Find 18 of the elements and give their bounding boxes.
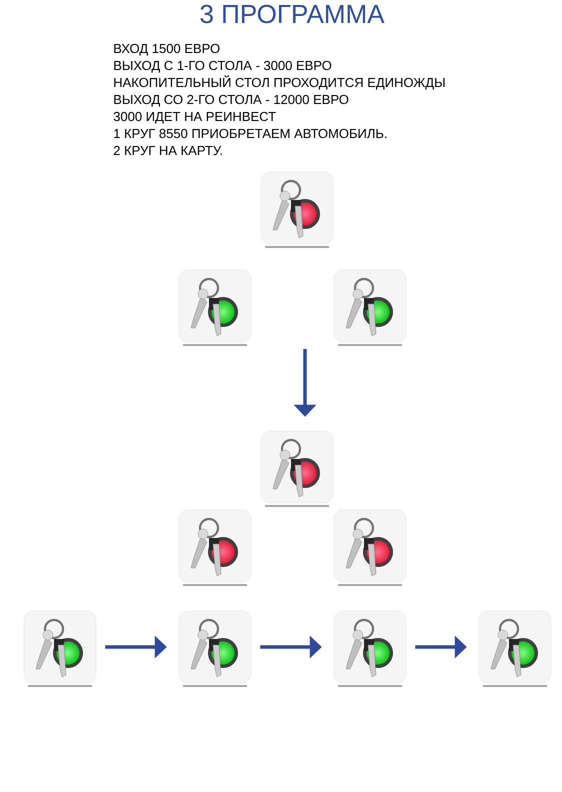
key-icon bbox=[334, 610, 406, 687]
key-icon bbox=[334, 270, 406, 346]
title: 3 ПРОГРАММА bbox=[200, 4, 384, 24]
note-text: НАКОПИТЕЛЬНЫЙ СТОЛ ПРОХОДИТСЯ ЕДИНОЖДЫ bbox=[114, 75, 445, 90]
key-icon bbox=[260, 430, 334, 507]
key-icon bbox=[178, 610, 252, 687]
key-icon bbox=[178, 270, 252, 346]
note-text: 2 КРУГ НА КАРТУ. bbox=[114, 146, 222, 156]
key-icon bbox=[260, 172, 334, 248]
key-icon bbox=[24, 610, 96, 687]
note-text: 3000 ИДЕТ НА РЕИНВЕСТ bbox=[114, 112, 276, 124]
note-text: ВЫХОД СО 2-ГО СТОЛА - 12000 ЕВРО bbox=[114, 94, 348, 107]
key-icon bbox=[178, 510, 252, 586]
key-icon bbox=[478, 610, 552, 687]
key-icon bbox=[334, 510, 406, 586]
note-text: 1 КРУГ 8550 ПРИОБРЕТАЕМ АВТОМОБИЛЬ. bbox=[114, 128, 386, 138]
note-text: ВЫХОД С 1-ГО СТОЛА - 3000 ЕВРО bbox=[114, 60, 332, 73]
note-text: ВХОД 1500 ЕВРО bbox=[114, 44, 220, 56]
